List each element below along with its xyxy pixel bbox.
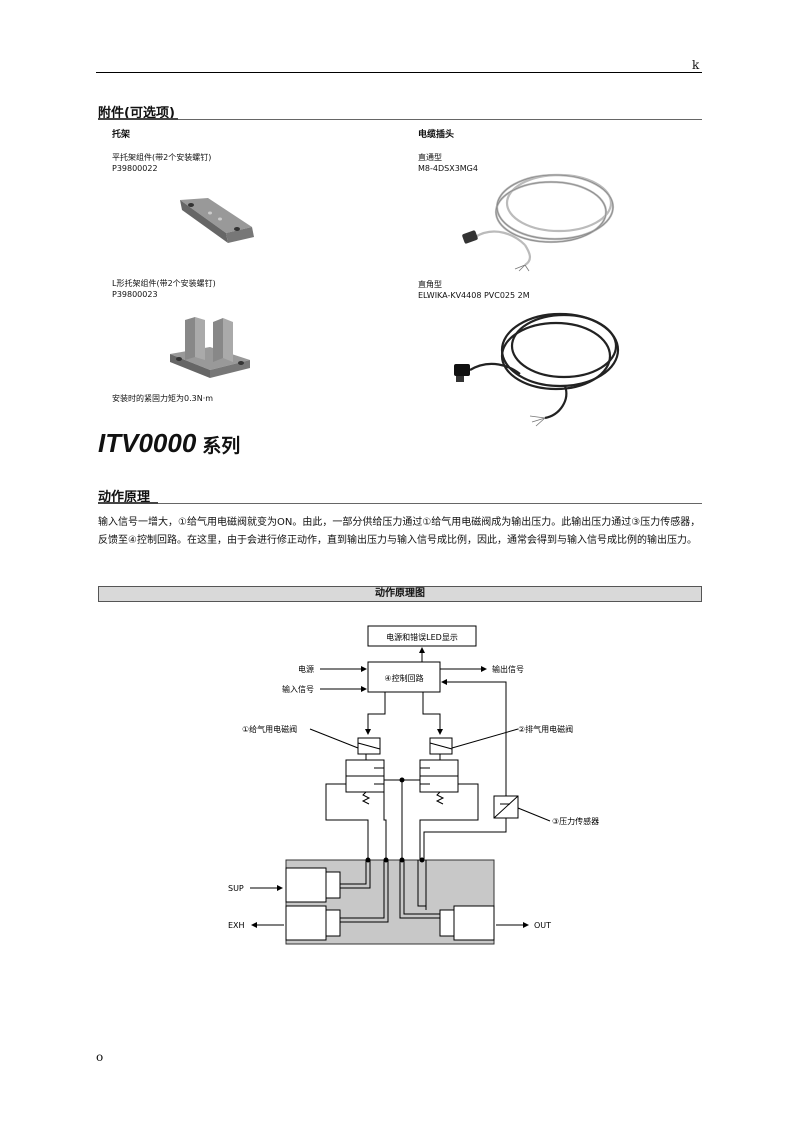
out-port-label: OUT: [534, 921, 551, 930]
flat-bracket-image: [180, 198, 254, 243]
angled-cable-image: [454, 312, 620, 427]
straight-cable-code: M8-4DSX3MG4: [418, 164, 478, 173]
straight-cable-image: [462, 173, 615, 272]
principle-title-underline: [98, 502, 158, 504]
power-label: 电源: [298, 664, 314, 674]
operating-principle-diagram: 电源和错误LED显示 ④控制回路 电源 输入信号 输出信号 ①给气用电磁阀 ②排…: [228, 625, 599, 945]
sup-port-label: SUP: [228, 884, 244, 893]
page-header-mark: k: [692, 58, 700, 72]
angled-cable-code: ELWIKA-KV4408 PVC025 2M: [418, 291, 530, 300]
tightening-torque-note: 安装时的紧固力矩为0.3N·m: [112, 394, 214, 403]
cable-heading: 电缆插头: [418, 130, 455, 140]
exhaust-valve-label: ②排气用电磁阀: [518, 724, 573, 734]
accessories-title-underline: [98, 118, 178, 120]
flat-bracket-code: P39800022: [112, 164, 158, 173]
pressure-sensor-label: ③压力传感器: [552, 816, 599, 826]
output-signal-label: 输出信号: [492, 664, 524, 674]
bracket-heading: 托架: [112, 130, 131, 140]
control-circuit-label: ④控制回路: [384, 673, 423, 683]
page-footer-mark: o: [96, 1050, 104, 1064]
accessories-rule: [178, 119, 702, 120]
l-bracket-name: L形托架组件(带2个安装螺钉): [112, 279, 216, 288]
l-bracket-image: [170, 317, 250, 378]
diagram-title-bar: 动作原理图: [98, 586, 702, 602]
angled-cable-name: 直角型: [418, 280, 442, 289]
input-signal-label: 输入信号: [282, 684, 314, 694]
principle-rule: [158, 503, 702, 504]
accessories-title: 附件(可选项): [98, 106, 175, 121]
l-bracket-code: P39800023: [112, 290, 158, 299]
principle-title: 动作原理: [98, 490, 151, 505]
series-suffix: 系列: [202, 436, 241, 457]
exh-port-label: EXH: [228, 921, 245, 930]
flat-bracket-name: 平托架组件(带2个安装螺钉): [112, 153, 212, 162]
principle-body: 输入信号一增大，①给气用电磁阀就变为ON。由此，一部分供给压力通过①给气用电磁阀…: [98, 517, 701, 546]
led-display-label: 电源和错误LED显示: [386, 632, 458, 642]
header-rule: [96, 72, 702, 73]
series-model: ITV0000: [98, 428, 197, 458]
led-display-box: [367, 625, 477, 647]
supply-valve-label: ①给气用电磁阀: [242, 724, 297, 734]
control-circuit-box: [367, 661, 441, 693]
straight-cable-name: 直通型: [418, 153, 442, 162]
